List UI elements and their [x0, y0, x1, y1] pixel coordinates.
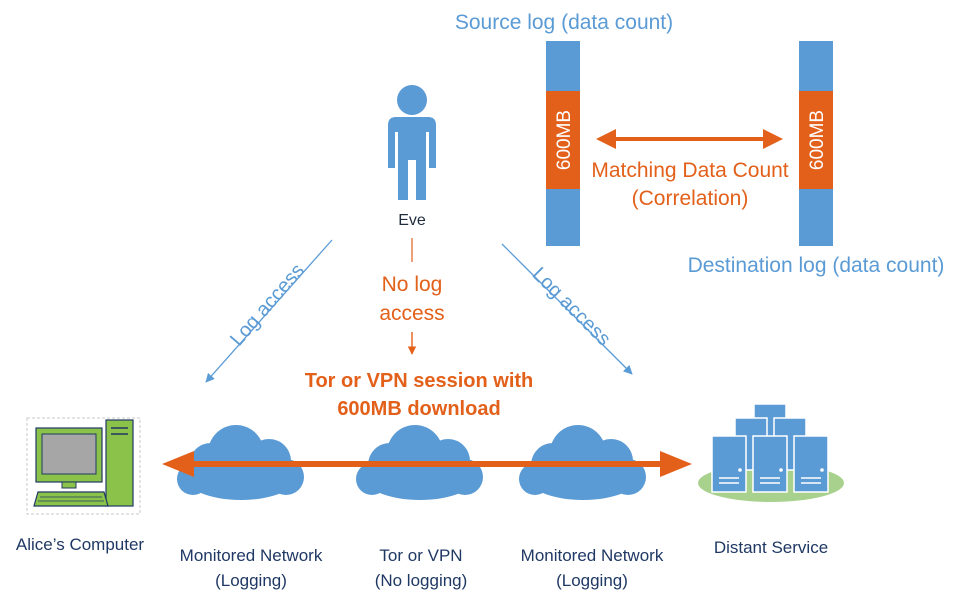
- computer-icon: [26, 417, 141, 515]
- no-log-line2: access: [379, 302, 444, 325]
- node-label-tor-line2: (No logging): [375, 571, 468, 590]
- session-label-line2: 600MB download: [337, 398, 500, 420]
- eve-label: Eve: [398, 212, 426, 229]
- log-access-arrow-left: [205, 239, 333, 383]
- node-label-alice: Alice’s Computer: [16, 535, 145, 554]
- person-icon: [388, 85, 436, 200]
- node-label-tor-line1: Tor or VPN: [379, 546, 462, 565]
- node-label-monitored-left-line1: Monitored Network: [180, 546, 323, 565]
- server-icon: [698, 403, 844, 502]
- log-access-label-left: Log access: [226, 260, 309, 351]
- source-log-block-label: 600MB: [554, 110, 575, 170]
- source-log-label: Source log (data count): [455, 11, 673, 34]
- log-access-arrow-right: [501, 243, 633, 375]
- log-access-label-right: Log access: [528, 263, 615, 350]
- destination-log-bar: 600MB: [799, 41, 833, 246]
- session-label-line1: Tor or VPN session with: [305, 370, 534, 392]
- node-label-distant-service: Distant Service: [714, 538, 828, 557]
- correlation-label-line1: Matching Data Count: [591, 159, 788, 182]
- source-log-bar: 600MB: [546, 41, 580, 246]
- destination-log-label: Destination log (data count): [688, 254, 945, 277]
- node-label-monitored-left-line2: (Logging): [215, 571, 287, 590]
- destination-log-block-label: 600MB: [807, 110, 828, 170]
- node-label-monitored-right-line2: (Logging): [556, 571, 628, 590]
- correlation-label-line2: (Correlation): [632, 187, 749, 210]
- node-label-monitored-right-line1: Monitored Network: [521, 546, 664, 565]
- session-arrow: [162, 451, 692, 477]
- no-log-line1: No log: [382, 273, 443, 296]
